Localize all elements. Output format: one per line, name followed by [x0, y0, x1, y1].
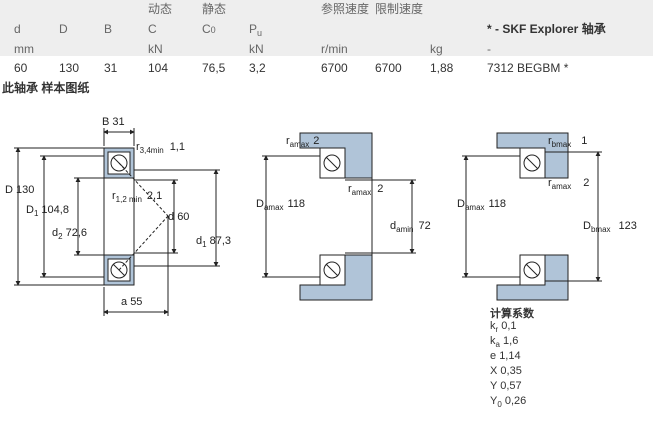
drawing-2-abutments: [262, 132, 416, 301]
drawing-1-bearing: [14, 128, 220, 316]
unit-kg: kg: [430, 42, 443, 56]
header-col-C: C: [148, 22, 157, 36]
unit-mm: mm: [14, 42, 34, 56]
cell-mass: 1,88: [430, 61, 454, 75]
header-col-C0: C0: [202, 22, 216, 36]
header-col-Pu: Pu: [249, 22, 263, 38]
header-col-D: D: [59, 22, 68, 36]
unit-kn-pu: kN: [249, 42, 264, 56]
drawing-note: 此轴承 样本图纸: [2, 81, 90, 95]
calc-e: e 1,14: [490, 350, 521, 362]
table-header-band: [0, 0, 653, 56]
calc-Y: Y 0,57: [490, 380, 522, 392]
cell-d: 60: [14, 61, 28, 75]
cell-ref-speed: 6700: [321, 61, 348, 75]
cell-C: 104: [148, 61, 169, 75]
dim-a-label: a 55: [121, 296, 142, 308]
calc-kr: kr 0,1: [490, 320, 517, 335]
cell-designation: 7312 BEGBM *: [487, 61, 569, 75]
drawing-3-housing: [462, 132, 602, 301]
calc-ka: ka 1,6: [490, 335, 519, 350]
cell-C0: 76,5: [202, 61, 226, 75]
header-group-static: 静态: [202, 2, 227, 16]
unit-rmin: r/min: [321, 42, 348, 56]
calc-factors-title: 计算系数: [490, 308, 534, 320]
cell-D: 130: [59, 61, 80, 75]
dim-D-label: D 130: [5, 184, 34, 196]
header-group-limit: 限制速度: [375, 2, 424, 16]
dim-d-label: d 60: [168, 211, 189, 223]
unit-kn-c: kN: [148, 42, 163, 56]
cell-B: 31: [104, 61, 118, 75]
cell-limit-speed: 6700: [375, 61, 402, 75]
header-col-B: B: [104, 22, 113, 36]
header-col-designation: * - SKF Explorer 轴承: [487, 22, 606, 36]
calc-X: X 0,35: [490, 365, 522, 377]
calc-Y0: Y0 0,26: [490, 395, 527, 410]
header-col-d: d: [14, 22, 21, 36]
header-group-speed: 参照速度: [321, 2, 370, 16]
unit-dash: -: [487, 42, 491, 56]
header-group-dynamic: 动态: [148, 2, 173, 16]
dim-B-label: B 31: [102, 116, 125, 128]
cell-Pu: 3,2: [249, 61, 266, 75]
